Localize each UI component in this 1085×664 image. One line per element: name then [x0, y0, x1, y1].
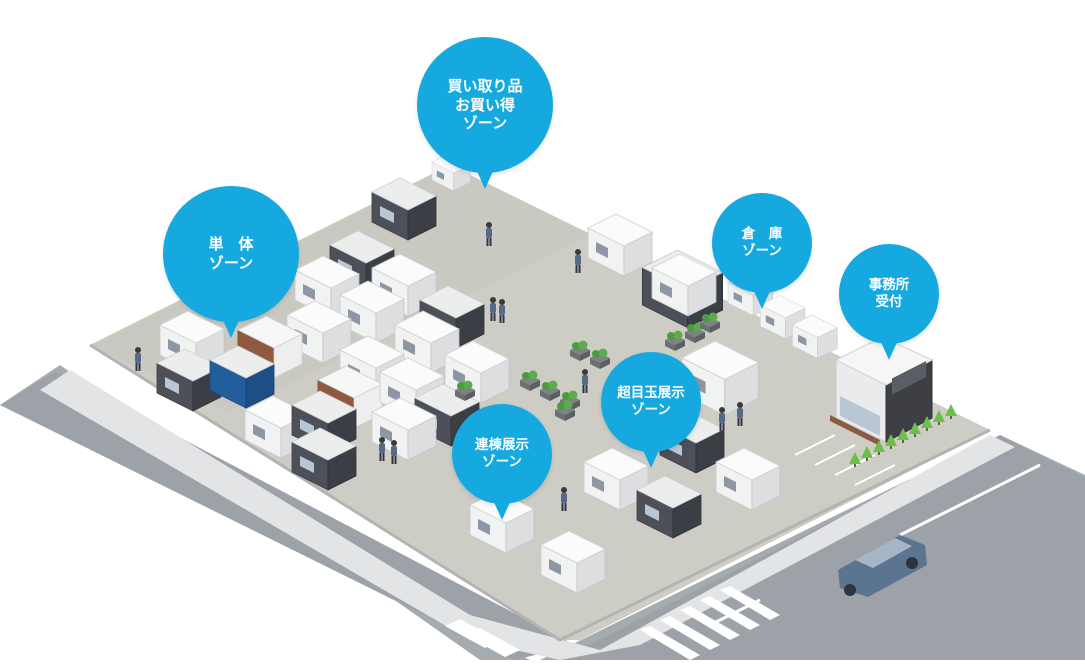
zone-bubble-choumedama[interactable]: 超目玉展示 ゾーン	[601, 352, 701, 468]
zone-rentou-line-1: 連棟展示	[475, 437, 529, 454]
zone-bubble-rentou[interactable]: 連棟展示 ゾーン	[452, 404, 552, 520]
zone-bubble-kaitori[interactable]: 買い取り品 お買い得 ゾーン	[417, 37, 553, 189]
zone-kaitori-line-1: 買い取り品	[447, 76, 523, 95]
zone-rentou-line-2: ゾーン	[482, 454, 522, 470]
zone-bubble-jimusho[interactable]: 事務所 受付	[839, 244, 939, 360]
zone-jimusho-line-2: 受付	[875, 294, 903, 310]
zone-kaitori-line-2: お買い得	[454, 95, 515, 114]
zone-souko-line-2: ゾーン	[742, 243, 782, 259]
car	[838, 535, 927, 597]
zone-jimusho-line-1: 事務所	[868, 277, 910, 294]
office-building	[830, 336, 934, 446]
zone-bubble-souko[interactable]: 倉 庫 ゾーン	[712, 193, 812, 309]
zone-tantai-line-2: ゾーン	[208, 254, 254, 272]
zone-choumedama-line-2: ゾーン	[631, 402, 671, 418]
zone-choumedama-line-1: 超目玉展示	[617, 385, 685, 402]
zone-bubble-tantai[interactable]: 単 体 ゾーン	[163, 186, 299, 338]
zone-kaitori-line-3: ゾーン	[462, 114, 508, 133]
zone-souko-line-1: 倉 庫	[741, 226, 783, 243]
zone-tantai-line-1: 単 体	[208, 235, 254, 254]
